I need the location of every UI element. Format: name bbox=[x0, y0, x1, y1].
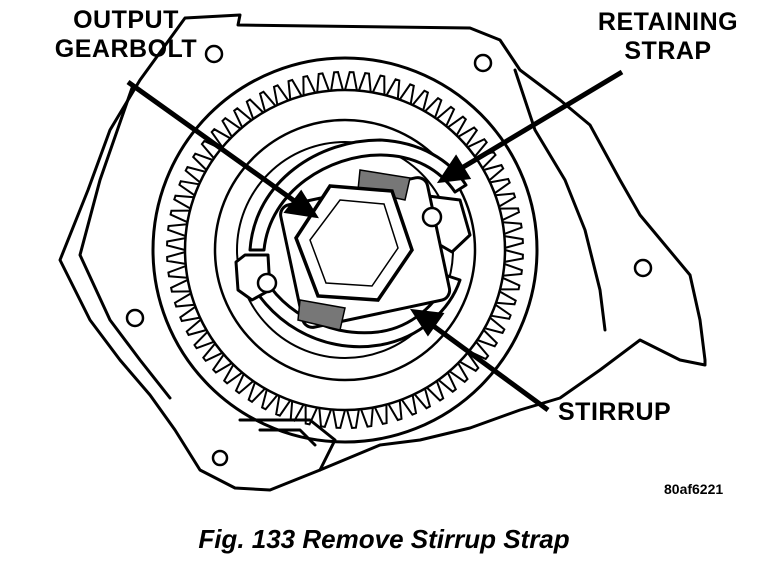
housing-lower-lobe bbox=[238, 418, 337, 472]
mount-hole bbox=[211, 449, 229, 467]
gear-tooth-path bbox=[166, 71, 524, 429]
gear-outer-rim bbox=[151, 56, 539, 444]
pivot-pin bbox=[256, 272, 278, 294]
retaining-strap bbox=[248, 138, 468, 252]
housing-plate bbox=[58, 13, 707, 492]
output-gearbolt bbox=[294, 184, 414, 302]
arrow-stirrup bbox=[426, 319, 550, 413]
gear-inner-ring bbox=[213, 118, 477, 382]
label-stirrup: STIRRUP bbox=[558, 398, 672, 426]
figure-caption: Fig. 133 Remove Stirrup Strap bbox=[198, 524, 570, 554]
mount-hole bbox=[204, 44, 224, 64]
figure-code: 80af6221 bbox=[664, 481, 724, 497]
mount-hole bbox=[633, 258, 653, 278]
label-line: GEARBOLT bbox=[54, 35, 198, 63]
label-output-gearbolt: OUTPUT GEARBOLT bbox=[42, 6, 210, 64]
arrow-output-gearbolt bbox=[126, 79, 302, 208]
spring-lower bbox=[297, 299, 346, 331]
label-retaining-strap: RETAINING STRAP bbox=[583, 8, 753, 66]
housing-right-edge bbox=[513, 68, 607, 332]
label-line: OUTPUT bbox=[73, 6, 179, 34]
housing-inner-edge bbox=[78, 86, 172, 400]
gear-teeth bbox=[166, 71, 524, 429]
pivot-pin bbox=[421, 206, 443, 228]
mount-hole bbox=[125, 308, 145, 328]
mount-hole bbox=[473, 53, 493, 73]
arrow-retaining-strap bbox=[453, 69, 624, 175]
label-line: STRAP bbox=[624, 37, 712, 65]
label-line: RETAINING bbox=[597, 8, 739, 36]
